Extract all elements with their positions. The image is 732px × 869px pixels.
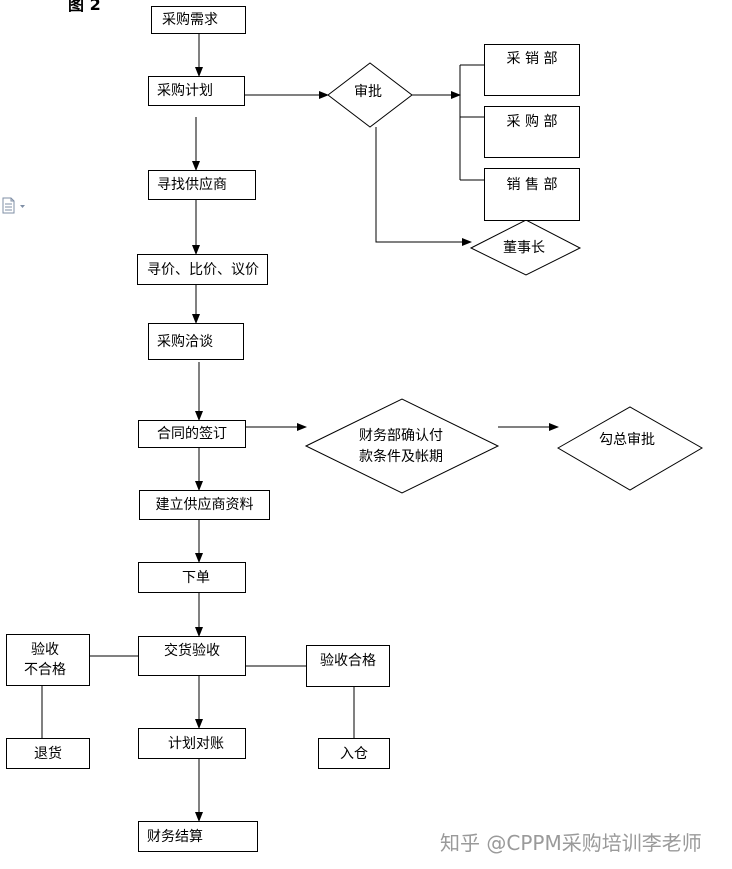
finance-confirm-label-line1: 财务部确认付 xyxy=(359,428,443,444)
finance-confirm-diamond: 财务部确认付 款条件及帐期 xyxy=(304,398,500,494)
contract-signing-box: 合同的签订 xyxy=(138,420,246,448)
document-icon xyxy=(2,197,25,214)
approval-diamond: 审批 xyxy=(327,62,413,128)
financial-settlement-label: 财务结算 xyxy=(147,828,203,845)
find-supplier-label: 寻找供应商 xyxy=(157,177,227,193)
finance-confirm-label-line2: 款条件及帐期 xyxy=(359,448,443,465)
warehousing-label: 入仓 xyxy=(340,745,368,762)
place-order-box: 下单 xyxy=(138,562,246,593)
plan-reconcile-label: 计划对账 xyxy=(168,735,224,752)
financial-settlement-box: 财务结算 xyxy=(138,821,258,852)
arrow-approval-to-chairman xyxy=(375,127,472,246)
dept-purchase-sales-label: 采 销 部 xyxy=(506,51,558,67)
price-compare-box: 寻价、比价、议价 xyxy=(137,254,268,285)
price-compare-label: 寻价、比价、议价 xyxy=(147,261,259,278)
return-goods-box: 退货 xyxy=(6,738,90,769)
purchase-plan-label: 采购计划 xyxy=(157,83,213,99)
dept-purchase-sales-box: 采 销 部 xyxy=(484,44,580,96)
return-goods-label: 退货 xyxy=(34,745,62,762)
inspection-pass-label: 验收合格 xyxy=(320,653,376,669)
inspection-fail-label-line1: 验收 xyxy=(31,642,59,658)
inspection-pass-box: 验收合格 xyxy=(306,645,390,687)
plan-reconcile-box: 计划对账 xyxy=(138,728,246,759)
figure-label: 图 2 xyxy=(68,0,101,14)
delivery-inspection-label: 交货验收 xyxy=(164,643,220,659)
supplier-file-box: 建立供应商资料 xyxy=(139,490,270,520)
approval-label: 审批 xyxy=(354,84,382,100)
gou-approval-label: 勾总审批 xyxy=(599,432,655,448)
inspection-fail-box: 验收 不合格 xyxy=(6,634,90,686)
delivery-inspection-box: 交货验收 xyxy=(138,636,246,676)
warehousing-box: 入仓 xyxy=(318,738,390,769)
gou-approval-diamond: 勾总审批 xyxy=(556,406,704,491)
negotiation-label: 采购洽谈 xyxy=(157,333,213,350)
find-supplier-box: 寻找供应商 xyxy=(148,170,256,200)
chairman-label: 董事长 xyxy=(503,240,545,256)
watermark-text: 知乎 @CPPM采购培训李老师 xyxy=(440,831,702,855)
dept-purchase-box: 采 购 部 xyxy=(484,106,580,158)
inspection-fail-label-line2: 不合格 xyxy=(24,662,66,678)
negotiation-box: 采购洽谈 xyxy=(148,323,244,360)
place-order-label: 下单 xyxy=(182,569,210,586)
dept-sales-box: 销 售 部 xyxy=(484,168,580,221)
dept-sales-label: 销 售 部 xyxy=(506,177,558,193)
purchase-demand-box: 采购需求 xyxy=(151,6,246,34)
supplier-file-label: 建立供应商资料 xyxy=(155,497,254,513)
purchase-demand-label: 采购需求 xyxy=(162,12,218,28)
contract-signing-label: 合同的签订 xyxy=(157,426,227,442)
chairman-diamond: 董事长 xyxy=(469,219,582,276)
purchase-plan-box: 采购计划 xyxy=(148,76,245,106)
dept-purchase-label: 采 购 部 xyxy=(506,114,558,130)
